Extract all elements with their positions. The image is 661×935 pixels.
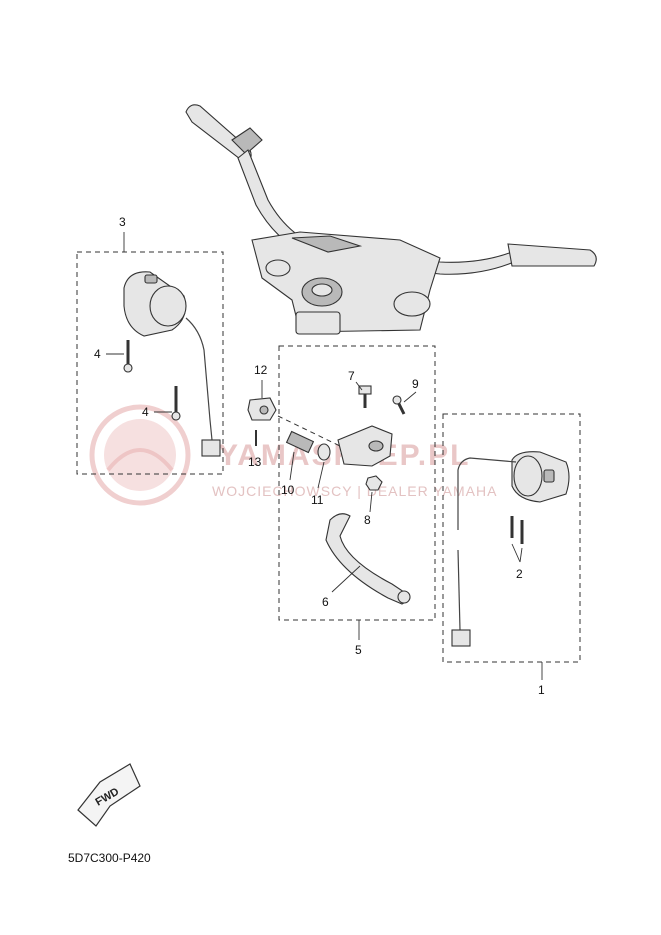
handlebar-assembly [185,104,597,335]
callout-10: 10 [281,483,295,497]
right-switch-harness-upper [457,457,517,530]
watermark-logo [89,404,191,506]
screws-2 [510,516,524,544]
callout-6: 6 [322,595,329,609]
screw-4a [123,340,133,373]
callout-9: 9 [412,377,419,391]
diagram-code: 5D7C300-P420 [68,851,151,865]
callout-3: 3 [119,215,126,229]
watermark-subtitle: WOJCIECHOWSCY | DEALER YAMAHA [212,483,497,499]
callout-5: 5 [355,643,362,657]
nut-11 [317,443,331,461]
ignition-key-slot [311,283,333,297]
leader-8 [369,491,373,513]
screw-9 [392,395,406,415]
callout-1: 1 [538,683,545,697]
callout-7: 7 [348,369,355,383]
fork-tube-right [393,291,431,317]
left-switch-connector [201,439,221,457]
right-handlebar-switch [451,451,570,647]
callout-13: 13 [248,455,262,469]
lever-bracket-pivot [368,440,384,452]
lever-bracket-body [337,425,393,467]
callout-2: 2 [516,567,523,581]
leader-7 [355,381,363,391]
lever-bracket [337,425,393,467]
bolt-7 [358,385,372,408]
leader-10 [289,451,295,481]
leader-6 [331,565,361,593]
nut-8 [365,475,383,491]
leader-2b [519,547,523,563]
screw-4b [171,386,181,421]
fork-tube-left [265,259,291,277]
callout-12: 12 [254,363,268,377]
clutch-lever-ball [397,590,411,604]
left-handlebar-switch [123,271,221,457]
left-switch-face [149,285,187,327]
left-switch-button [144,274,158,284]
watermark-logo-inner [104,419,176,491]
right-switch-face [513,455,543,497]
lever-6 [325,513,411,605]
leader-9 [403,391,417,403]
left-grip-end [231,127,263,155]
group-box-3 [76,251,224,475]
right-switch-connector [451,629,471,647]
callout-11: 11 [311,493,324,507]
handlebar-clamp [291,235,363,253]
right-grip [507,243,597,267]
leader-2a [511,543,521,563]
adjuster-10 [285,430,315,454]
clutch-lever [325,513,408,605]
watermark: YAMASKLEP.PL WOJCIECHOWSCY | DEALER YAMA… [89,404,497,506]
left-switch-harness [185,317,213,441]
clamp-12 [247,397,277,421]
watermark-logo-wave [106,448,174,472]
assembly-line-12 [277,415,341,447]
group-box-1 [442,413,581,663]
fwd-arrow: FWD [77,763,141,827]
right-switch-button [543,469,555,483]
callout-4b: 4 [142,405,149,419]
group-box-5 [278,345,436,621]
right-switch-harness-lower [457,549,461,631]
steering-stem [295,311,341,335]
callout-8: 8 [364,513,371,527]
callout-4a: 4 [94,347,101,361]
leader-11 [317,461,325,489]
fwd-arrow-icon [77,763,141,827]
